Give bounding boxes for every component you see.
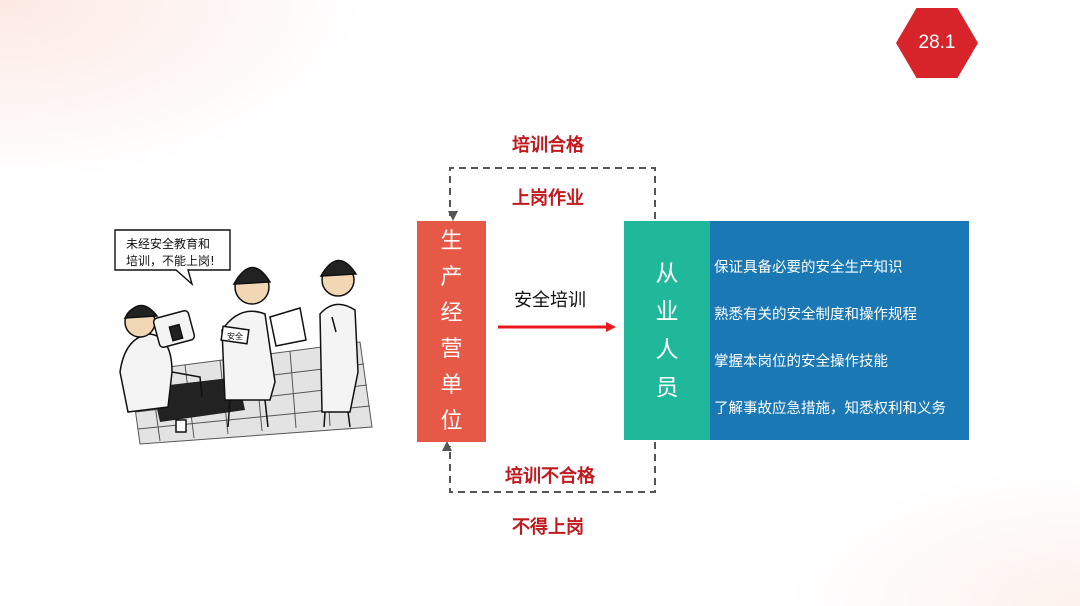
pass-loop-connector <box>448 167 656 221</box>
unit-char: 营 <box>440 336 463 362</box>
worker-char: 业 <box>655 298 679 325</box>
production-unit-box: 生 产 经 营 单 位 <box>417 221 486 442</box>
requirement-item: 了解事故应急措施，知悉权利和义务 <box>714 401 946 417</box>
requirement-item: 熟悉有关的安全制度和操作规程 <box>714 307 917 323</box>
safety-cartoon-illustration: 安全 <box>114 229 373 445</box>
worker-figure <box>319 259 359 428</box>
unit-char: 经 <box>440 300 463 326</box>
unit-char: 产 <box>440 264 463 290</box>
unit-char: 生 <box>440 228 463 254</box>
safety-training-label: 安全培训 <box>514 290 586 311</box>
unit-char: 单 <box>440 372 463 398</box>
employee-box: 从 业 人 员 <box>624 221 710 440</box>
page-number-badge: 28.1 <box>896 8 978 78</box>
welder-figure <box>119 304 203 433</box>
fail-loop-connector <box>442 441 656 493</box>
worker-char: 员 <box>655 374 679 401</box>
requirements-panel <box>692 221 969 440</box>
requirements-list: 保证具备必要的安全生产知识 熟悉有关的安全制度和操作规程 掌握本岗位的安全操作技… <box>714 255 946 443</box>
no-duty-label: 不得上岗 <box>512 517 584 538</box>
speech-bubble-text: 未经安全教育和 培训，不能上岗! <box>126 237 215 268</box>
unit-char: 位 <box>440 408 463 434</box>
on-duty-label: 上岗作业 <box>512 188 584 209</box>
pass-training-label: 培训合格 <box>512 135 584 156</box>
helmet-badge-text: 安全 <box>227 331 243 341</box>
requirement-item: 保证具备必要的安全生产知识 <box>714 260 903 276</box>
speech-bubble <box>114 229 231 287</box>
supervisor-figure: 安全 <box>220 266 307 428</box>
requirement-item: 掌握本岗位的安全操作技能 <box>714 354 888 370</box>
fail-training-label: 培训不合格 <box>505 466 595 487</box>
steel-plate <box>152 377 245 422</box>
worker-char: 从 <box>655 260 679 287</box>
worker-char: 人 <box>655 336 679 363</box>
